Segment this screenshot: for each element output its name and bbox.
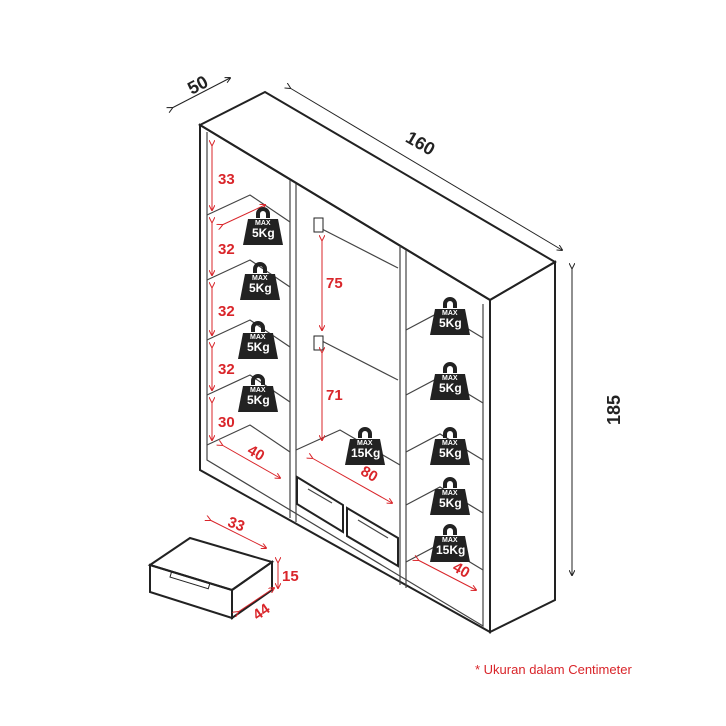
width-dimension-line [290,88,562,250]
svg-text:15Kg: 15Kg [351,446,380,460]
drawer-front-left [296,475,344,534]
depth-dimension-line [172,78,230,108]
svg-text:15Kg: 15Kg [436,543,465,557]
svg-text:40: 40 [244,442,267,465]
hanging-rod-lower [319,339,399,381]
svg-text:MAX: MAX [250,387,266,394]
hanging-rod-upper [319,227,399,269]
svg-text:MAX: MAX [442,310,458,317]
svg-text:5Kg: 5Kg [247,340,270,354]
svg-text:5Kg: 5Kg [247,393,270,407]
svg-text:32: 32 [218,303,235,320]
right-shelf-depth-label: 40 [450,559,473,582]
svg-text:32: 32 [218,241,235,258]
drawer-detail: 33 15 44 [147,514,299,624]
svg-text:MAX: MAX [442,490,458,497]
svg-text:30: 30 [218,414,235,431]
svg-text:MAX: MAX [252,275,268,282]
svg-text:75: 75 [326,275,343,292]
svg-text:5Kg: 5Kg [249,281,272,295]
svg-text:5Kg: 5Kg [439,446,462,460]
middle-dimensions: 75 71 80 [312,240,392,503]
svg-text:MAX: MAX [442,537,458,544]
svg-text:33: 33 [218,171,235,188]
drawer-height-label: 15 [282,568,299,585]
svg-text:5Kg: 5Kg [439,496,462,510]
svg-text:5Kg: 5Kg [252,226,275,240]
svg-text:80: 80 [358,463,381,486]
left-shelf-dimensions: 33 32 32 32 30 40 [212,145,280,478]
width-label: 160 [402,127,438,159]
svg-text:MAX: MAX [255,220,271,227]
drawer-front-right [346,506,399,568]
svg-text:MAX: MAX [442,375,458,382]
svg-text:5Kg: 5Kg [439,381,462,395]
units-footnote: * Ukuran dalam Centimeter [475,662,632,677]
svg-text:5Kg: 5Kg [439,316,462,330]
height-label: 185 [604,395,624,425]
svg-text:71: 71 [326,387,343,404]
svg-text:MAX: MAX [357,440,373,447]
wardrobe-outline [197,90,557,634]
drawer-width-label: 33 [225,514,246,536]
svg-text:32: 32 [218,361,235,378]
svg-text:MAX: MAX [250,334,266,341]
svg-text:MAX: MAX [442,440,458,447]
depth-label: 50 [184,72,211,99]
